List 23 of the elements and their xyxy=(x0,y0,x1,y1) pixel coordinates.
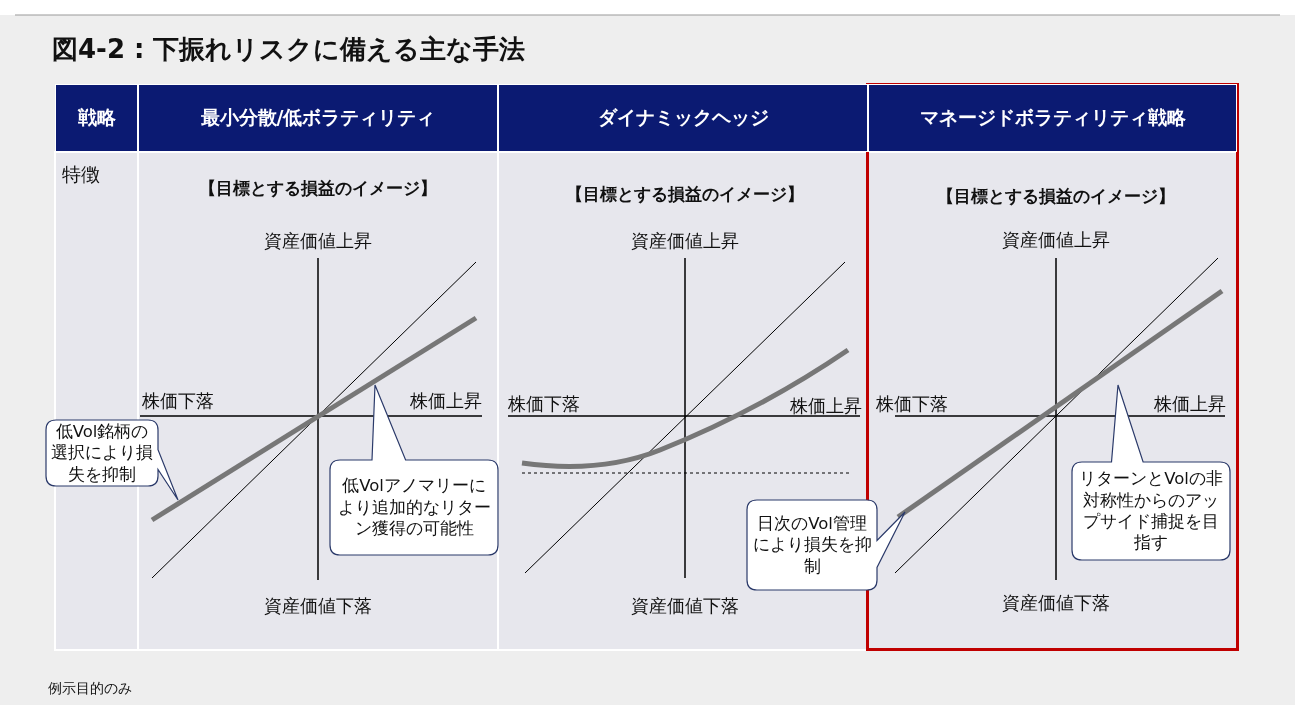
chart-heading: 【目標とする損益のイメージ】 xyxy=(937,186,1175,207)
axis-label: 資産価値上昇 xyxy=(631,230,739,252)
header-cell: 最小分散/低ボラティリティ xyxy=(138,84,498,152)
row-label: 特徴 xyxy=(62,163,100,186)
axis-label: 資産価値下落 xyxy=(264,595,372,617)
chart-heading: 【目標とする損益のイメージ】 xyxy=(566,184,804,205)
axis-label: 株価上昇 xyxy=(410,390,482,412)
chart-heading: 【目標とする損益のイメージ】 xyxy=(199,178,437,199)
axis-label: 株価下落 xyxy=(876,393,948,415)
axis-label: 資産価値下落 xyxy=(631,595,739,617)
axis-label: 資産価値上昇 xyxy=(1002,229,1110,251)
callout-bubble: 日次のVol管理により損失を抑制 xyxy=(747,500,905,590)
axis-label: 株価上昇 xyxy=(1154,393,1226,415)
axis-label: 資産価値上昇 xyxy=(264,230,372,252)
axis-label: 株価上昇 xyxy=(790,395,862,417)
header-cell: ダイナミックヘッジ xyxy=(498,84,868,152)
axis-label: 資産価値下落 xyxy=(1002,592,1110,614)
footnote: 例示目的のみ xyxy=(48,680,132,697)
callout-bubble: 低Vol銘柄の選択により損失を抑制 xyxy=(46,420,178,500)
header-cell: 戦略 xyxy=(55,84,138,152)
header-cell: マネージドボラティリティ戦略 xyxy=(868,84,1237,152)
axis-label: 株価下落 xyxy=(142,390,214,412)
title: 図4-2 : 下振れリスクに備える主な手法 xyxy=(52,34,526,66)
